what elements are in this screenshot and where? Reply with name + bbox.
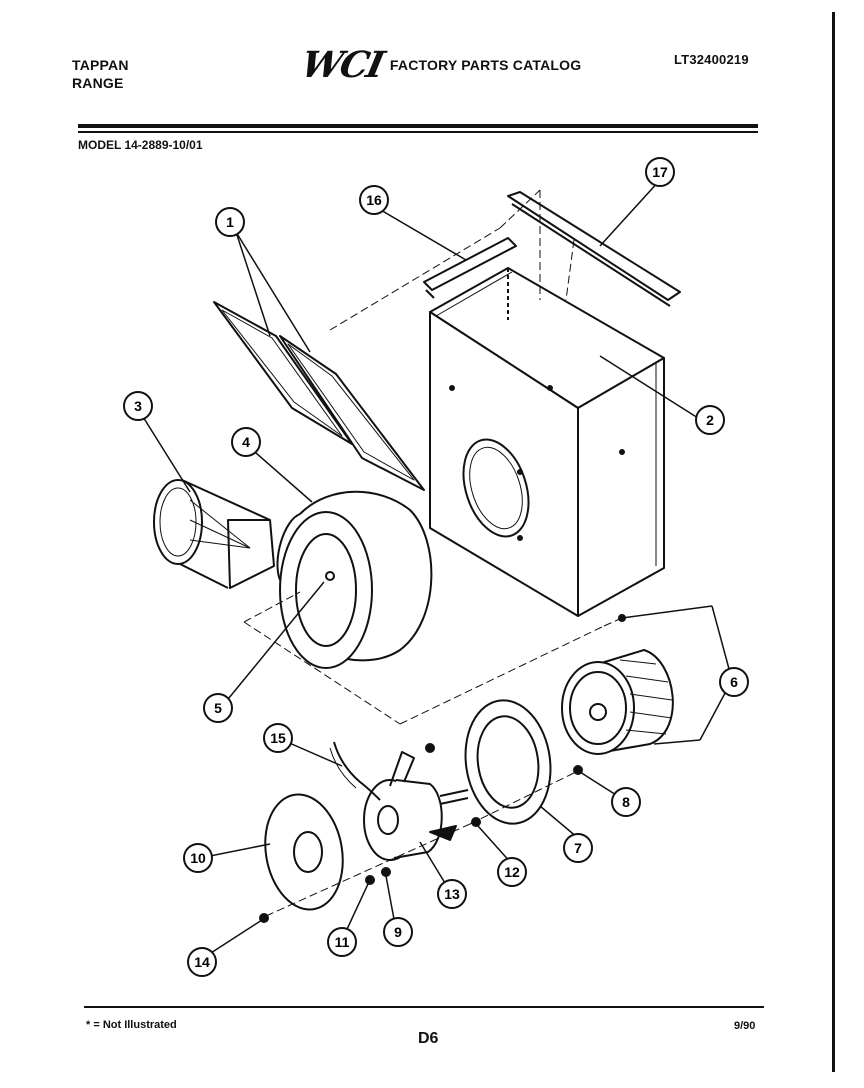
callout-label-2: 2	[706, 412, 714, 428]
callout-label-8: 8	[622, 794, 630, 810]
callout-1: 1	[215, 207, 245, 237]
callout-4: 4	[231, 427, 261, 457]
callout-12: 12	[497, 857, 527, 887]
page-border-right	[832, 12, 835, 1072]
callout-2: 2	[695, 405, 725, 435]
callout-label-12: 12	[504, 864, 520, 880]
wire-harness-drawing	[329, 741, 381, 801]
blower-housing-drawing	[276, 490, 433, 669]
callout-10: 10	[183, 843, 213, 873]
callout-label-15: 15	[270, 730, 286, 746]
gasket-ring-drawing	[464, 699, 552, 825]
callout-label-11: 11	[335, 934, 350, 950]
callout-label-13: 13	[444, 886, 460, 902]
rail-part-16	[423, 237, 517, 299]
rail-part-17	[507, 191, 681, 307]
callout-13: 13	[437, 879, 467, 909]
callout-16: 16	[359, 185, 389, 215]
document-number: LT32400219	[674, 52, 749, 67]
blower-wheel-drawing	[561, 649, 674, 755]
model-number: MODEL 14-2889-10/01	[78, 138, 203, 152]
header-rule-thin	[78, 131, 758, 133]
brand-product: RANGE	[72, 75, 124, 91]
callout-label-10: 10	[190, 850, 206, 866]
callout-label-4: 4	[242, 434, 250, 450]
filter-panels-drawing	[213, 301, 425, 491]
callout-bubbles: 1 2 3 4 5 6 7	[123, 157, 749, 977]
callout-label-17: 17	[652, 164, 668, 180]
page-code: D6	[418, 1030, 439, 1047]
callout-6: 6	[719, 667, 749, 697]
callout-11: 11	[327, 927, 357, 957]
callout-3: 3	[123, 391, 153, 421]
footer-rule	[84, 1006, 764, 1008]
callout-label-9: 9	[394, 924, 402, 940]
brand-block: TAPPAN RANGE	[72, 56, 129, 92]
callout-8: 8	[611, 787, 641, 817]
duct-transition-drawing	[153, 479, 275, 589]
callout-5: 5	[203, 693, 233, 723]
catalog-title: FACTORY PARTS CATALOG	[389, 57, 582, 73]
not-illustrated-note: * = Not Illustrated	[86, 1019, 177, 1031]
callout-label-5: 5	[214, 700, 222, 716]
callout-15: 15	[263, 723, 293, 753]
header-rule-thick	[78, 124, 758, 128]
alignment-lines	[243, 189, 623, 917]
revision-date: 9/90	[734, 1020, 756, 1032]
callout-label-6: 6	[730, 674, 738, 690]
brand-name: TAPPAN	[72, 57, 129, 73]
callout-label-3: 3	[134, 398, 142, 414]
callout-label-7: 7	[574, 840, 582, 856]
catalog-header: WCI FACTORY PARTS CATALOG	[298, 44, 582, 86]
cabinet-box-drawing	[429, 267, 665, 617]
callout-17: 17	[645, 157, 675, 187]
fasteners	[259, 614, 626, 923]
callout-14: 14	[187, 947, 217, 977]
callout-label-1: 1	[226, 214, 234, 230]
callout-label-14: 14	[194, 954, 210, 970]
callout-7: 7	[563, 833, 593, 863]
motor-drawing	[363, 751, 469, 861]
callout-9: 9	[383, 917, 413, 947]
callout-label-16: 16	[366, 192, 382, 208]
end-plate-drawing	[264, 793, 344, 911]
